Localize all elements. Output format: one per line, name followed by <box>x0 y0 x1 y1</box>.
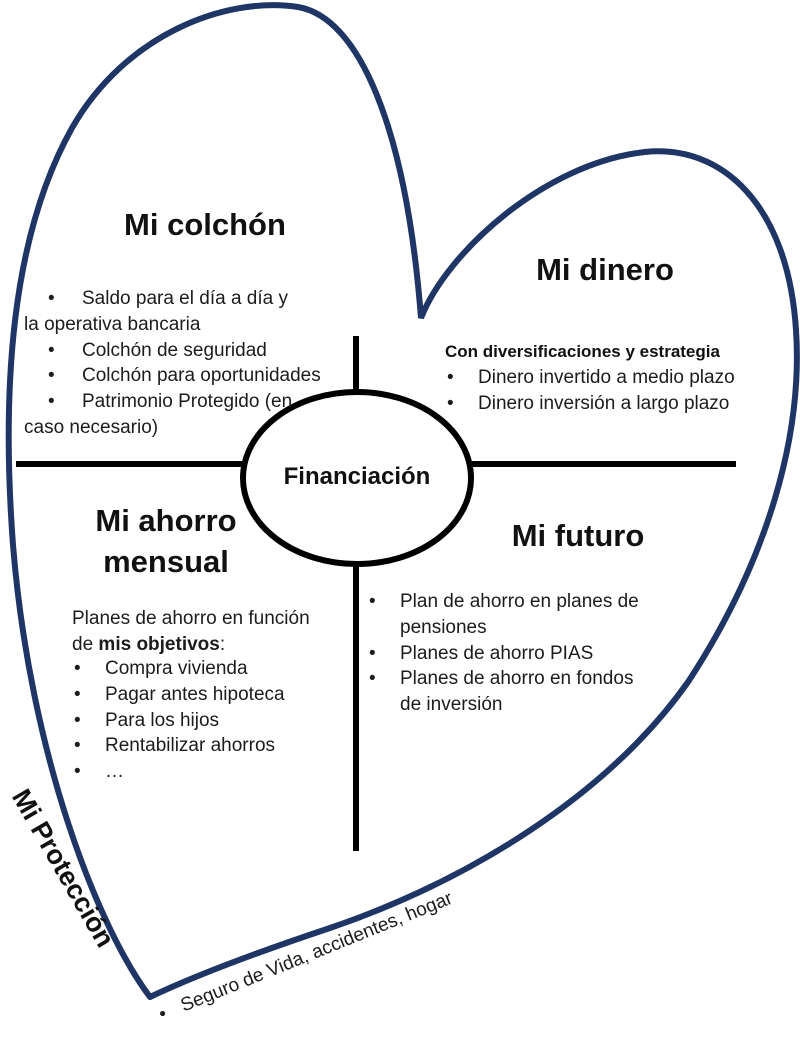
bullet-icon: • <box>447 367 454 388</box>
quadrant-title-dinero: Mi dinero <box>536 252 674 287</box>
bullet-icon: • <box>48 391 55 413</box>
list-item: • Colchón de seguridad <box>24 338 336 364</box>
ahorro-intro-prefix: de <box>72 633 99 655</box>
center-label: Financiación <box>283 463 431 490</box>
ahorro-intro-bold: mis objetivos <box>98 633 220 655</box>
heart-outline <box>5 2 800 1000</box>
list-item-text: Pagar antes hipoteca <box>105 683 285 705</box>
list-item-text: … <box>105 761 124 783</box>
ahorro-intro: Planes de ahorro en función de mis objet… <box>72 606 342 658</box>
list-item-text: Planes de ahorro PIAS <box>400 642 594 664</box>
list-item: • Pagar antes hipoteca <box>74 682 344 708</box>
list-item-text: Dinero inversión a largo plazo <box>478 392 730 414</box>
bullet-icon: • <box>447 392 454 414</box>
ahorro-title-line2: mensual <box>103 543 229 579</box>
list-item: • Colchón para oportunidades <box>24 363 336 389</box>
list-item: • Dinero invertido a medio plazo <box>447 365 747 391</box>
quadrant-title-ahorro: Mi ahorro mensual <box>46 501 286 583</box>
center-ellipse <box>240 389 474 567</box>
bullet-icon: • <box>74 658 81 679</box>
list-item-text: Dinero invertido a medio plazo <box>478 367 735 388</box>
bullet-icon: • <box>74 683 81 705</box>
ahorro-intro-line1: Planes de ahorro en función <box>72 608 310 629</box>
list-item-text: Compra vivienda <box>105 658 248 679</box>
dinero-subtitle: Con diversificaciones y estrategia <box>445 342 720 361</box>
bullet-icon: • <box>369 668 376 690</box>
bullet-icon: • <box>48 365 55 387</box>
quadrant-title-colchon: Mi colchón <box>124 207 286 242</box>
list-item: • Rentabilizar ahorros <box>74 733 344 759</box>
list-item-text: Para los hijos <box>105 709 220 731</box>
list-item: • Compra vivienda <box>74 656 344 682</box>
ahorro-intro-line2: de mis objetivos: <box>72 634 225 655</box>
bullet-icon: • <box>48 339 55 361</box>
list-item-text: Colchón de seguridad <box>82 339 267 361</box>
list-item: • Dinero inversión a largo plazo <box>447 391 747 417</box>
bullet-icon: • <box>74 761 81 783</box>
list-item-text: Rentabilizar ahorros <box>105 735 276 757</box>
dinero-bullet-list: • Dinero invertido a medio plazo • Dinero i… <box>447 365 747 417</box>
bullet-icon: • <box>369 642 376 664</box>
bullet-icon: • <box>369 591 376 612</box>
ahorro-title-line1: Mi ahorro <box>95 503 237 538</box>
bullet-icon: • <box>74 709 81 731</box>
list-item: • Planes de ahorro PIAS <box>369 641 659 667</box>
bullet-icon: • <box>74 735 81 757</box>
bullet-icon: • <box>48 288 55 309</box>
ahorro-bullet-list: • Compra vivienda • Pagar antes hipoteca • Pa… <box>74 656 344 785</box>
quadrant-title-futuro: Mi futuro <box>511 518 645 553</box>
list-item: • Para los hijos <box>74 708 344 734</box>
ahorro-intro-suffix: : <box>219 633 226 655</box>
list-item-text: Colchón para oportunidades <box>82 365 321 387</box>
list-item: •… <box>74 759 344 785</box>
